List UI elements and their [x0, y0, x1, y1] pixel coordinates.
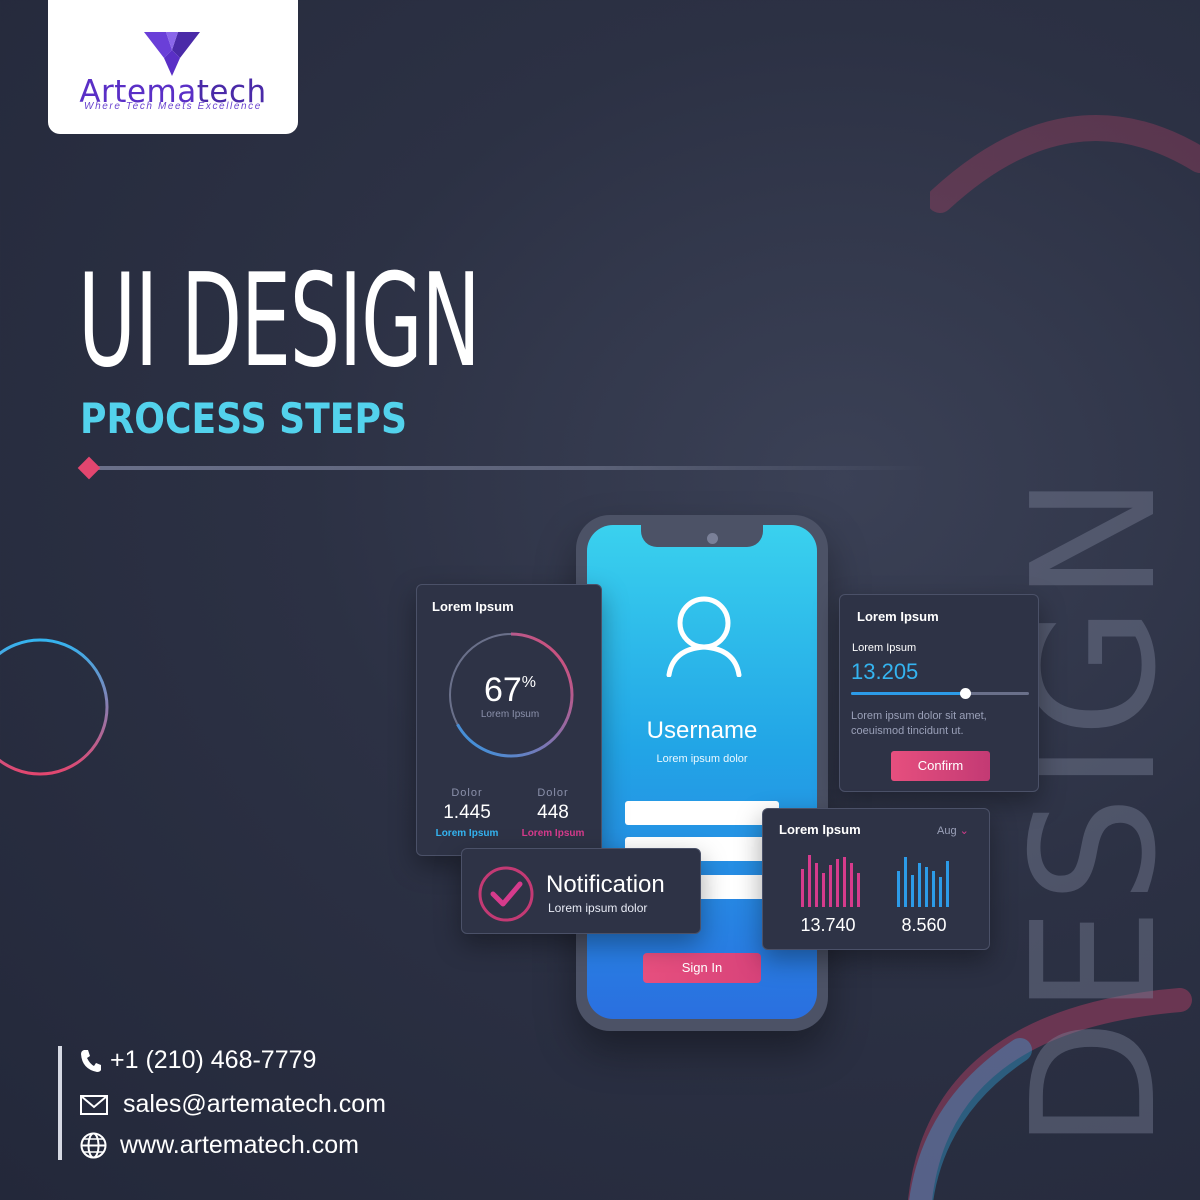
- card-title: Lorem Ipsum: [779, 822, 861, 837]
- gauge-value: 67%: [483, 671, 537, 709]
- notification-card[interactable]: Notification Lorem ipsum dolor: [461, 848, 701, 934]
- stat-item: Dolor 1.445 Lorem Ipsum: [435, 787, 499, 839]
- bar: [857, 873, 860, 907]
- bar: [918, 863, 921, 907]
- phone-mockup: Username Lorem ipsum dolor Sign In: [576, 515, 828, 1031]
- contact-phone[interactable]: +1 (210) 468-7779: [80, 1046, 316, 1075]
- logo-mark-icon: [144, 32, 200, 76]
- bar: [850, 863, 853, 907]
- card-title: Lorem Ipsum: [857, 609, 939, 624]
- logo-card[interactable]: Artematech Where Tech Meets Excellence: [48, 0, 298, 134]
- blue-bars: [897, 857, 949, 907]
- username-label: Username: [646, 717, 758, 744]
- bar: [808, 855, 811, 907]
- decorative-ring: [0, 638, 109, 776]
- bar: [829, 865, 832, 907]
- globe-icon: [80, 1132, 107, 1159]
- diamond-icon: [77, 456, 101, 480]
- decorative-arc: [908, 988, 1192, 1200]
- bar: [897, 871, 900, 907]
- slider-fill: [851, 692, 965, 695]
- mini-bar-charts: [801, 855, 949, 907]
- logo-tagline: Where Tech Meets Excellence: [84, 101, 262, 112]
- page-subtitle: PROCESS STEPS: [80, 394, 407, 443]
- progress-ring: [448, 632, 574, 758]
- phone-icon: [81, 1049, 101, 1072]
- bar-chart-card: Lorem Ipsum Aug ⌄ 13.740 8.560: [762, 808, 990, 950]
- contact-website[interactable]: www.artematech.com: [80, 1131, 359, 1160]
- month-select[interactable]: Aug ⌄: [937, 825, 969, 837]
- bar: [843, 857, 846, 907]
- divider-line: [96, 466, 926, 470]
- watermark-text: DESIGN: [996, 470, 1194, 1150]
- pink-bars: [801, 855, 860, 907]
- user-icon: [666, 596, 742, 677]
- bar: [925, 867, 928, 907]
- login-field[interactable]: [625, 801, 779, 825]
- card-title: Lorem Ipsum: [432, 599, 514, 614]
- mail-icon: [80, 1094, 108, 1115]
- phone-notch: [641, 525, 763, 547]
- bar-total-value: 8.560: [901, 915, 947, 935]
- gauge-card: Lorem Ipsum 67% Lorem Ipsum Dolor 1.445 …: [416, 584, 602, 856]
- camera-icon: [707, 533, 718, 544]
- bar: [822, 873, 825, 907]
- bar: [836, 859, 839, 907]
- check-circle-icon: [478, 866, 534, 922]
- bar: [904, 857, 907, 907]
- decorative-arc: [930, 115, 1200, 213]
- bar: [946, 861, 949, 907]
- notification-subtitle: Lorem ipsum dolor: [548, 901, 648, 915]
- slider-card: Lorem Ipsum Lorem Ipsum 13.205 Lorem ips…: [839, 594, 1039, 792]
- logo-wordmark: Artematech: [79, 74, 267, 110]
- stat-item: Dolor 448 Lorem Ipsum: [521, 787, 585, 839]
- confirm-button[interactable]: Confirm: [891, 751, 990, 781]
- bar: [815, 863, 818, 907]
- chevron-down-icon: ⌄: [959, 825, 969, 837]
- slider-value: 13.205: [851, 659, 919, 684]
- bar-total-value: 13.740: [800, 915, 856, 935]
- slider-label: Lorem Ipsum: [852, 642, 917, 654]
- page-title: UI DESIGN: [78, 247, 481, 396]
- gauge-label: Lorem Ipsum: [480, 709, 540, 720]
- bar: [932, 871, 935, 907]
- notification-title: Notification: [546, 871, 665, 898]
- contact-divider: [58, 1046, 62, 1160]
- sign-in-button[interactable]: Sign In: [643, 953, 761, 983]
- bar: [911, 875, 914, 907]
- slider-thumb[interactable]: [959, 688, 971, 699]
- bar: [939, 877, 942, 907]
- username-subtitle: Lorem ipsum dolor: [656, 753, 748, 765]
- contact-email[interactable]: sales@artematech.com: [80, 1090, 386, 1119]
- bar: [801, 869, 804, 907]
- slider-description: Lorem ipsum dolor sit amet, coeuismod ti…: [851, 710, 987, 737]
